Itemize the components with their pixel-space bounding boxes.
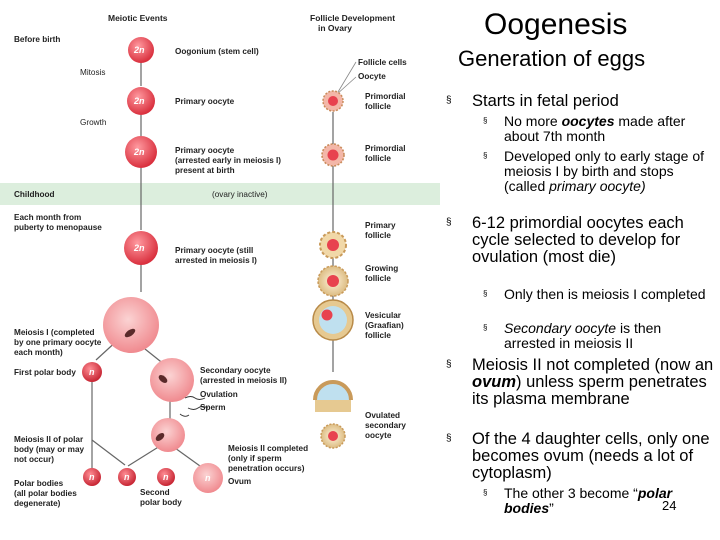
svg-text:2n: 2n	[133, 147, 145, 157]
cell-primary-oocyte-3: 2n	[124, 231, 158, 265]
sub-bullet-4-1: The other 3 become “polar bodies”	[504, 485, 673, 516]
follicle-primary	[319, 231, 347, 259]
bullet-2-text: 6-12 primordial oocytes each cycle selec…	[472, 214, 684, 266]
label-ovum: Ovum	[228, 477, 251, 486]
label-first-polar-body: First polar body	[14, 368, 76, 377]
slide-subtitle: Generation of eggs	[458, 46, 646, 71]
cell-first-polar-body: n	[82, 362, 102, 382]
label-growth: Growth	[80, 118, 107, 127]
cell-primary-oocyte-1: 2n	[127, 87, 155, 115]
follicle-ovulated	[313, 380, 353, 449]
cell-ovum: n	[193, 463, 223, 493]
label-oogonium: Oogonium (stem cell)	[175, 47, 259, 56]
bullet-4-text: Of the 4 daughter cells, only one become…	[472, 430, 710, 482]
svg-text:n: n	[124, 472, 130, 482]
svg-text:2n: 2n	[133, 243, 145, 253]
cell-second-polar-body: n	[157, 468, 175, 486]
cell-oogonium: 2n	[128, 37, 154, 63]
sub-bullet-2-1: Only then is meiosis I completed	[504, 286, 706, 302]
slide-title: Oogenesis	[484, 8, 628, 41]
svg-text:2n: 2n	[133, 45, 145, 55]
sperm-icon	[179, 396, 209, 417]
label-childhood: Childhood	[14, 190, 54, 199]
svg-text:2n: 2n	[133, 96, 145, 106]
label-follicle-cells: Follicle cells	[358, 58, 407, 67]
follicle-primordial-2	[321, 143, 345, 167]
svg-text:n: n	[205, 473, 211, 483]
svg-text:n: n	[89, 472, 95, 482]
label-ovary-inactive: (ovary inactive)	[212, 190, 268, 199]
label-mitosis: Mitosis	[80, 68, 105, 77]
sub-bullet-1-2: Developed only to early stage of meiosis…	[504, 148, 705, 194]
cell-secondary-oocyte	[150, 358, 194, 402]
bullet-3-text: Meiosis II not completed (now an ovum) u…	[472, 356, 714, 408]
sub-bullet-1-1: No more oocytes made after about 7th mon…	[504, 113, 686, 144]
svg-text:n: n	[163, 472, 169, 482]
label-oocyte: Oocyte	[358, 72, 386, 81]
page-number: 24	[662, 498, 677, 513]
label-vesicular-follicle: Vesicular(Graafian)follicle	[365, 311, 404, 340]
cell-fertilized	[151, 418, 185, 452]
label-sperm: Sperm	[200, 403, 225, 412]
follicle-primordial-1	[322, 90, 344, 112]
cell-primary-oocyte-2: 2n	[125, 136, 157, 168]
sub-bullet-2-2: Secondary oocyte is then arrested in mei…	[504, 320, 662, 351]
label-ovulation: Ovulation	[200, 390, 238, 399]
follicle-growing	[317, 265, 349, 297]
label-primary-oocyte-1: Primary oocyte	[175, 97, 235, 106]
follicle-vesicular	[312, 299, 354, 341]
svg-text:n: n	[89, 367, 95, 377]
label-primary-oocyte-2: Primary oocyte(arrested early in meiosis…	[175, 146, 281, 175]
header-meiotic-events: Meiotic Events	[108, 13, 168, 23]
cell-polar-body-2: n	[118, 468, 136, 486]
label-before-birth: Before birth	[14, 35, 60, 44]
label-secondary-oocyte: Secondary oocyte(arrested in meiosis II)	[200, 366, 287, 385]
bullet-1-text: Starts in fetal period	[472, 92, 619, 110]
cell-polar-body-1: n	[83, 468, 101, 486]
childhood-band	[0, 183, 440, 205]
cell-meiosis1	[103, 297, 159, 353]
